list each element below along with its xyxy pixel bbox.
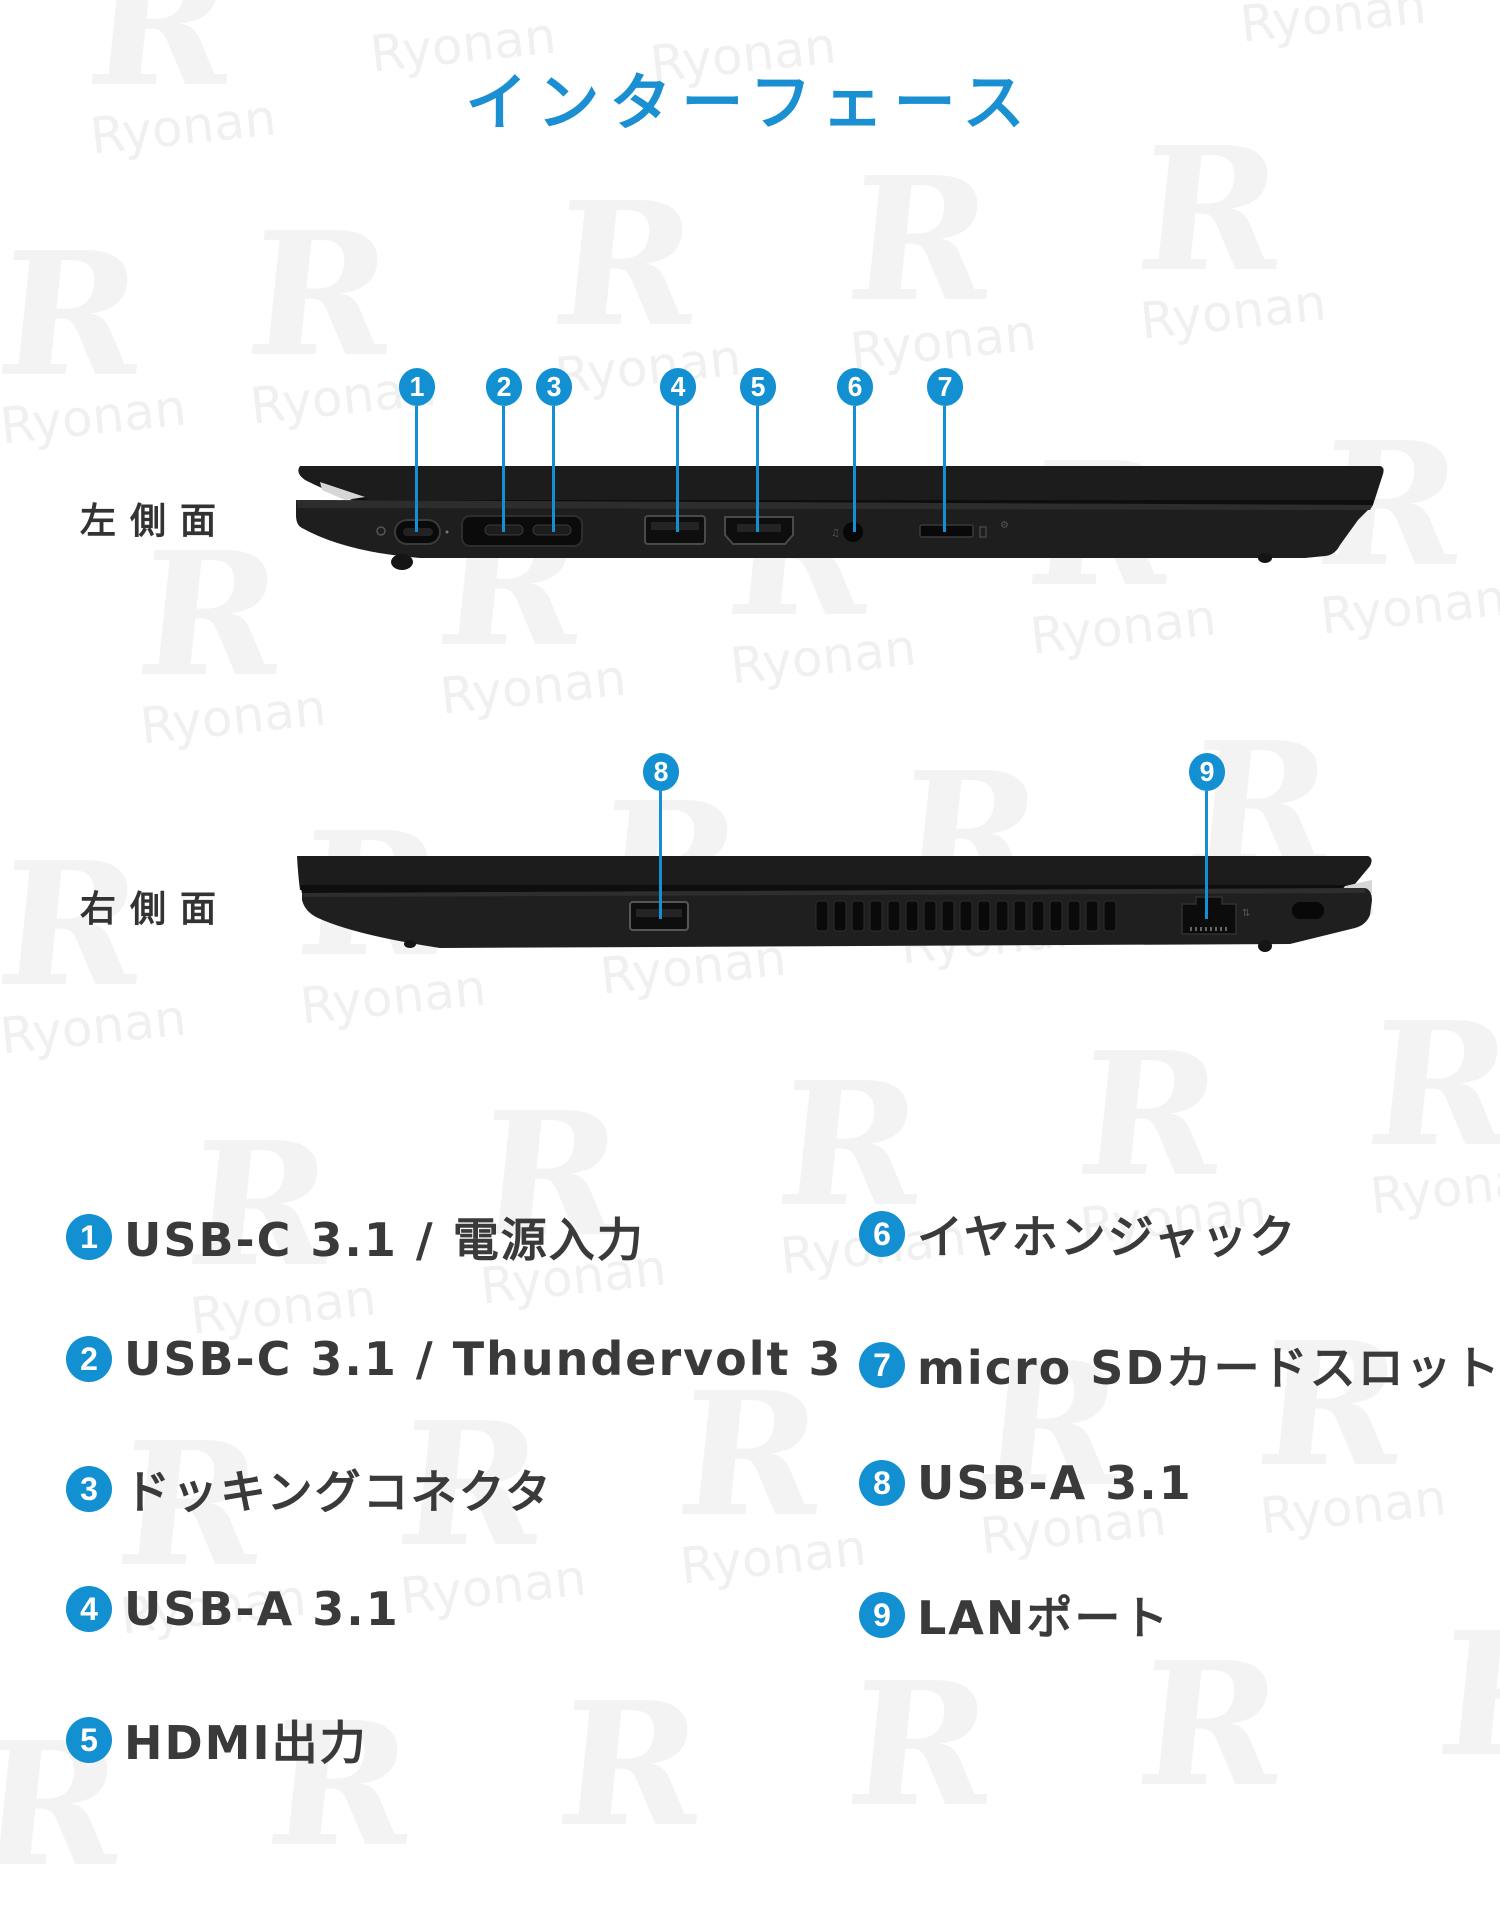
legend-number: 8: [859, 1460, 905, 1506]
svg-text:⚙: ⚙: [1000, 520, 1009, 531]
laptop-right-side-image: ⇅: [297, 856, 1372, 952]
callout-line: [552, 406, 555, 532]
legend-number: 7: [859, 1342, 905, 1388]
callout-line: [1205, 791, 1208, 919]
legend-label: ドッキングコネクタ: [124, 1465, 553, 1519]
callout-number: 4: [659, 368, 697, 406]
legend-label: イヤホンジャック: [917, 1210, 1298, 1264]
callout-line: [943, 406, 946, 532]
callout-number: 3: [535, 368, 573, 406]
left-side-label: 左側面: [80, 501, 231, 542]
legend-number: 6: [859, 1211, 905, 1257]
legend-item-6: 6 イヤホンジャック: [859, 1201, 1297, 1267]
callout-number: 5: [739, 368, 777, 406]
right-side-label: 右側面: [80, 889, 231, 930]
svg-text:⇅: ⇅: [1242, 908, 1250, 919]
legend-number: 9: [859, 1592, 905, 1638]
legend-item-8: 8 USB-A 3.1: [859, 1456, 1193, 1510]
legend-number: 1: [66, 1214, 112, 1260]
callout-number: 7: [926, 368, 964, 406]
callout-line: [756, 406, 759, 532]
legend-number: 2: [66, 1336, 112, 1382]
legend-label: USB-C 3.1 / Thundervolt 3: [124, 1332, 843, 1386]
legend-item-2: 2 USB-C 3.1 / Thundervolt 3: [66, 1332, 843, 1386]
legend-item-7: 7 micro SDカードスロット: [859, 1332, 1500, 1398]
legend-label: USB-A 3.1: [124, 1582, 400, 1636]
watermark-logo: R: [549, 1665, 712, 1865]
legend-item-5: 5 HDMI出力: [66, 1707, 368, 1773]
callout-line: [415, 406, 418, 532]
legend-number: 5: [66, 1717, 112, 1763]
callout-line: [659, 791, 662, 919]
legend-label: LANポート: [917, 1591, 1171, 1645]
page-title: インターフェース: [465, 66, 1035, 139]
callout-number: 9: [1188, 753, 1226, 791]
callout-line: [502, 406, 505, 532]
legend-item-4: 4 USB-A 3.1: [66, 1582, 400, 1636]
callout-line: [676, 406, 679, 532]
legend-number: 4: [66, 1586, 112, 1632]
legend-label: USB-A 3.1: [917, 1456, 1193, 1510]
legend-label: micro SDカードスロット: [917, 1341, 1500, 1395]
callout-line: [853, 406, 856, 532]
callout-number: 1: [398, 368, 436, 406]
callout-number: 8: [642, 753, 680, 791]
watermark-logo: R: [1429, 1595, 1500, 1795]
watermark-logo: R: [839, 1645, 1002, 1845]
legend-label: USB-C 3.1 / 電源入力: [124, 1213, 645, 1267]
callout-number: 6: [836, 368, 874, 406]
laptop-left-side-image: ♫ ⚙: [296, 466, 1384, 570]
callout-number: 2: [485, 368, 523, 406]
legend-label: HDMI出力: [124, 1716, 368, 1770]
legend-item-3: 3 ドッキングコネクタ: [66, 1456, 553, 1522]
legend-item-9: 9 LANポート: [859, 1582, 1170, 1648]
legend-number: 3: [66, 1466, 112, 1512]
svg-text:♫: ♫: [831, 528, 840, 539]
watermark-logo: R: [1129, 1625, 1292, 1825]
legend-item-1: 1 USB-C 3.1 / 電源入力: [66, 1204, 645, 1270]
